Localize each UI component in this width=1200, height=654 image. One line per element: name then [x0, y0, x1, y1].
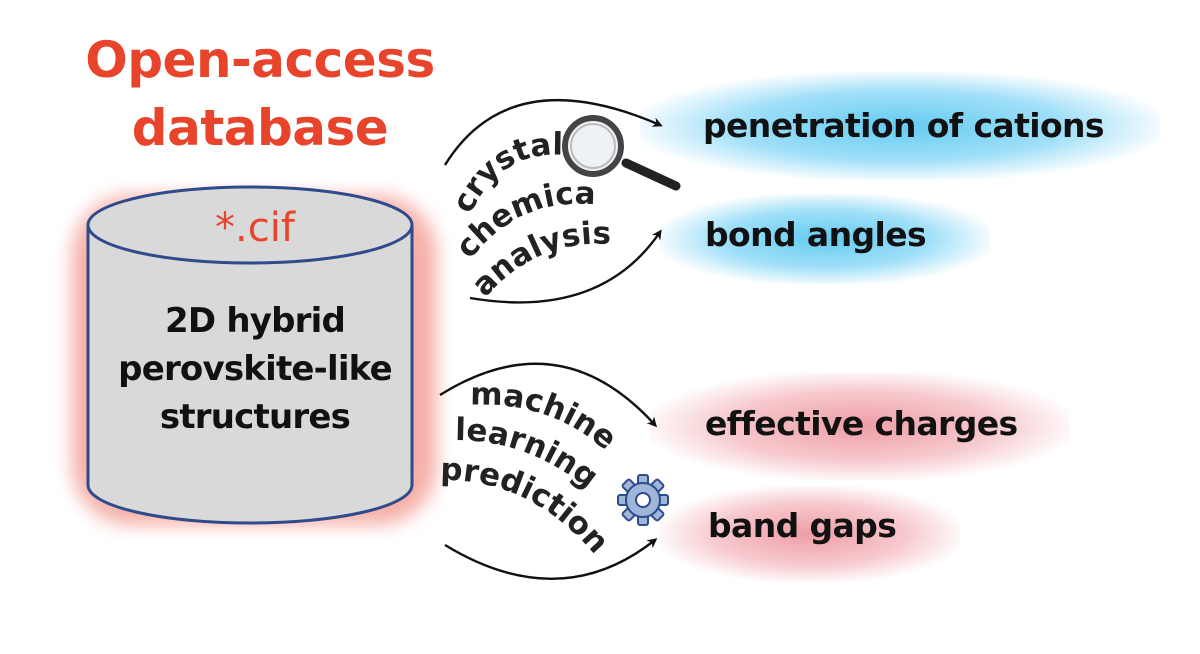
- result-band-gaps: band gaps: [708, 506, 897, 545]
- gear-icon: [617, 474, 669, 526]
- result-effective-charges: effective charges: [705, 404, 1018, 443]
- result-bond-angles: bond angles: [705, 215, 927, 254]
- glow-bond-angles: [660, 194, 990, 284]
- database-text-line-3: structures: [159, 397, 351, 437]
- arrow-to-band-gaps: [444, 538, 658, 580]
- magnifying-glass-icon: [562, 115, 681, 191]
- database-text-line-2: perovskite-like: [118, 349, 392, 389]
- cif-label: *.cif: [215, 205, 295, 251]
- arrow-to-bond-angles: [469, 229, 662, 304]
- arrow-to-effective-charges: [439, 362, 658, 428]
- glow-effective-charges: [650, 372, 1070, 480]
- label-machine-learning-prediction: machine learning prediction: [440, 376, 624, 560]
- database-cylinder: [72, 185, 437, 525]
- title-line-1: Open-access: [85, 31, 435, 89]
- result-penetration-of-cations: penetration of cations: [703, 106, 1105, 145]
- glow-penetration: [640, 72, 1160, 180]
- arrow-to-penetration: [443, 99, 663, 166]
- title-line-2: database: [131, 99, 389, 157]
- arrows: [439, 99, 663, 580]
- database-text-line-1: 2D hybrid: [165, 301, 346, 341]
- glow-band-gaps: [660, 486, 960, 582]
